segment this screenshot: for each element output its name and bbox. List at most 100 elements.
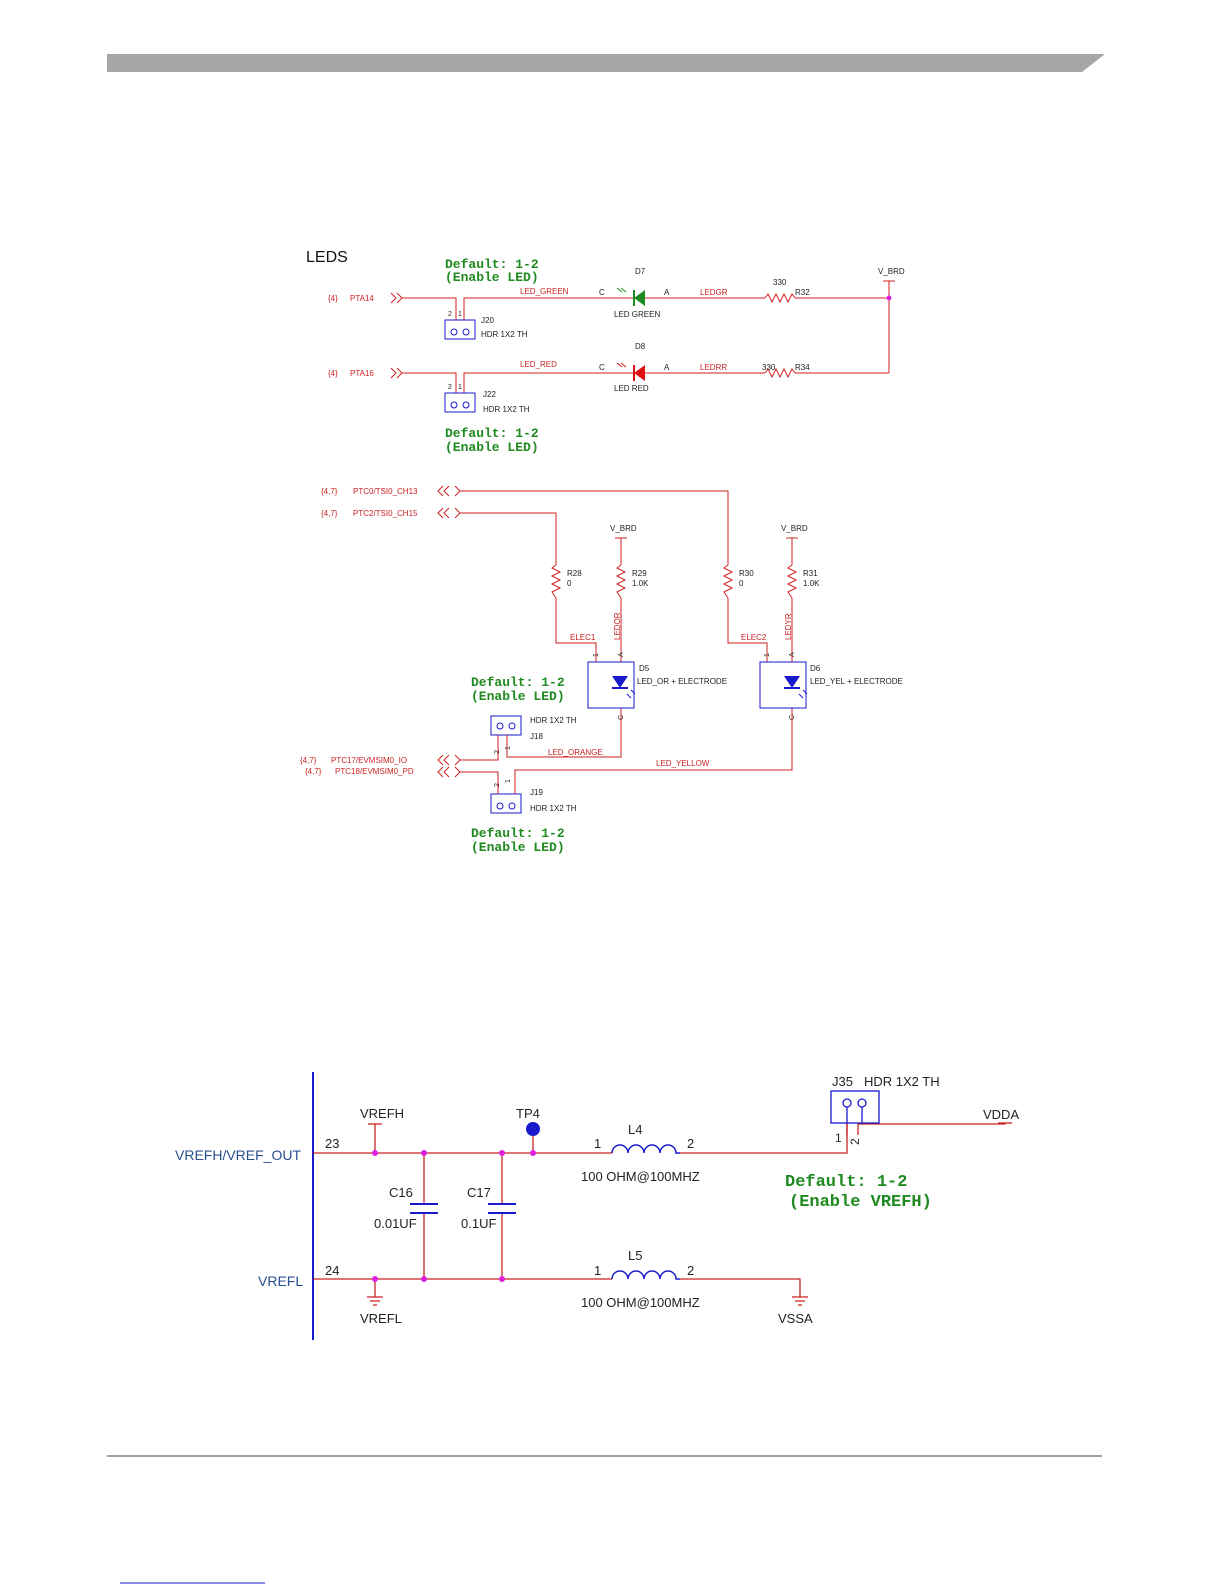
- svg-text:(Enable LED): (Enable LED): [445, 440, 539, 455]
- svg-text:V_BRD: V_BRD: [878, 267, 905, 276]
- svg-text:R29: R29: [632, 569, 647, 578]
- svg-text:PTC2/TSI0_CH15: PTC2/TSI0_CH15: [353, 509, 418, 518]
- svg-text:VSSA: VSSA: [778, 1311, 813, 1326]
- resistor-r34: 330 R34: [762, 363, 810, 379]
- power-vrefh: VREFH: [360, 1106, 404, 1125]
- svg-text:330: 330: [762, 363, 776, 372]
- power-v-brd-2: V_BRD: [610, 524, 637, 539]
- net-led-orange: LED_ORANGE: [548, 748, 603, 757]
- port-ptc18: {4,7} PTC18/EVMSIM0_PD: [305, 766, 461, 778]
- led-d6: D6 LED_YEL + ELECTRODE 1 A C: [759, 652, 903, 720]
- svg-text:0: 0: [567, 579, 572, 588]
- page-header-bar: [107, 54, 1105, 72]
- port-ptc0: {4,7} PTC0/TSI0_CH13: [321, 485, 461, 497]
- svg-text:LED_YEL + ELECTRODE: LED_YEL + ELECTRODE: [810, 677, 903, 686]
- port-ptc2: {4,7} PTC2/TSI0_CH15: [321, 507, 461, 519]
- net-ledrr: LEDRR: [700, 363, 727, 372]
- svg-text:LED RED: LED RED: [614, 384, 649, 393]
- svg-text:1: 1: [505, 746, 512, 750]
- connector-j19: J19 HDR 1X2 TH 2 1: [490, 779, 577, 814]
- wires-j18-j19: [460, 735, 516, 794]
- svg-text:R34: R34: [795, 363, 810, 372]
- port-pta14: {4} PTA14: [328, 292, 403, 304]
- wires-electrode: [460, 490, 793, 780]
- svg-text:J18: J18: [530, 732, 543, 741]
- svg-text:HDR 1X2 TH: HDR 1X2 TH: [530, 716, 577, 725]
- resistor-r31: R31 1.0K: [786, 564, 820, 599]
- svg-text:VDDA: VDDA: [983, 1107, 1019, 1122]
- testpoint-tp4: TP4: [516, 1106, 540, 1136]
- net-led-yellow: LED_YELLOW: [656, 759, 710, 768]
- svg-text:R30: R30: [739, 569, 754, 578]
- svg-text:C16: C16: [389, 1185, 413, 1200]
- resistor-r29: R29 1.0K: [615, 564, 649, 599]
- junctions-vref: [372, 1150, 536, 1282]
- svg-text:1: 1: [594, 1263, 601, 1278]
- svg-text:J19: J19: [530, 788, 543, 797]
- svg-text:HDR 1X2 TH: HDR 1X2 TH: [530, 804, 577, 813]
- power-v-brd-3: V_BRD: [781, 524, 808, 539]
- led-d7: D7 LED GREEN C A: [599, 267, 670, 319]
- svg-text:HDR 1X2 TH: HDR 1X2 TH: [481, 330, 528, 339]
- svg-text:TP4: TP4: [516, 1106, 540, 1121]
- svg-text:D8: D8: [635, 342, 646, 351]
- svg-text:0.1UF: 0.1UF: [461, 1216, 496, 1231]
- pin-23: 23: [325, 1136, 339, 1151]
- svg-text:Default: 1-2: Default: 1-2: [471, 675, 565, 690]
- svg-text:D6: D6: [810, 664, 821, 673]
- svg-text:HDR 1X2 TH: HDR 1X2 TH: [483, 405, 530, 414]
- svg-text:J35: J35: [832, 1074, 853, 1089]
- note-j19: Default: 1-2 (Enable LED): [471, 826, 565, 855]
- connector-j20: J20 HDR 1X2 TH 2 1: [444, 311, 528, 340]
- svg-text:1.0K: 1.0K: [632, 579, 649, 588]
- note-j35: Default: 1-2 (Enable VREFH): [785, 1173, 932, 1212]
- svg-text:C17: C17: [467, 1185, 491, 1200]
- svg-text:V_BRD: V_BRD: [610, 524, 637, 533]
- power-vdda: VDDA: [983, 1107, 1019, 1124]
- net-elec2: ELEC2: [741, 633, 767, 642]
- svg-text:VREFL: VREFL: [360, 1311, 402, 1326]
- net-led-green: LED_GREEN: [520, 287, 569, 296]
- power-v-brd-1: V_BRD: [878, 267, 905, 301]
- svg-text:{4,7}: {4,7}: [305, 767, 322, 776]
- svg-text:1: 1: [505, 779, 512, 783]
- svg-text:{4}: {4}: [328, 369, 338, 378]
- svg-text:R32: R32: [795, 288, 810, 297]
- port-pta16: {4} PTA16: [328, 367, 403, 379]
- svg-text:PTC18/EVMSIM0_PD: PTC18/EVMSIM0_PD: [335, 767, 414, 776]
- svg-text:C: C: [789, 715, 796, 720]
- svg-text:0: 0: [739, 579, 744, 588]
- svg-text:A: A: [664, 288, 670, 297]
- svg-text:1: 1: [593, 653, 600, 657]
- svg-text:HDR 1X2 TH: HDR 1X2 TH: [864, 1074, 940, 1089]
- svg-text:Default: 1-2: Default: 1-2: [785, 1173, 907, 1192]
- port-ptc17: {4,7} PTC17/EVMSIM0_IO: [300, 754, 461, 766]
- svg-text:C: C: [618, 715, 625, 720]
- connector-j22: J22 HDR 1X2 TH 2 1: [444, 384, 530, 414]
- svg-text:(Enable LED): (Enable LED): [445, 270, 539, 285]
- svg-text:PTC0/TSI0_CH13: PTC0/TSI0_CH13: [353, 487, 418, 496]
- svg-text:J22: J22: [483, 390, 496, 399]
- net-ledgr: LEDGR: [700, 288, 728, 297]
- net-ledyr: LEDYR: [784, 613, 793, 640]
- resistor-r32: 330 R32: [764, 278, 810, 304]
- svg-text:L5: L5: [628, 1248, 642, 1263]
- note-j18: Default: 1-2 (Enable LED): [471, 675, 565, 704]
- svg-text:Default: 1-2: Default: 1-2: [471, 826, 565, 841]
- svg-text:PTA14: PTA14: [350, 294, 374, 303]
- svg-text:(Enable VREFH): (Enable VREFH): [789, 1193, 932, 1212]
- wires-row2: [402, 372, 889, 393]
- svg-text:D5: D5: [639, 664, 650, 673]
- cap-c17: C17 0.1UF: [461, 1185, 516, 1231]
- svg-text:Default: 1-2: Default: 1-2: [445, 426, 539, 441]
- note-j20: Default: 1-2 (Enable LED): [445, 257, 539, 285]
- wires-vref: [313, 1123, 1006, 1297]
- svg-text:Default: 1-2: Default: 1-2: [445, 257, 539, 272]
- pin-vrefl-label: VREFL: [258, 1273, 303, 1289]
- svg-text:PTA16: PTA16: [350, 369, 374, 378]
- svg-text:(Enable LED): (Enable LED): [471, 840, 565, 855]
- svg-text:0.01UF: 0.01UF: [374, 1216, 417, 1231]
- svg-text:LED_OR + ELECTRODE: LED_OR + ELECTRODE: [637, 677, 727, 686]
- svg-text:2: 2: [848, 1138, 862, 1145]
- svg-text:100 OHM@100MHZ: 100 OHM@100MHZ: [581, 1295, 700, 1310]
